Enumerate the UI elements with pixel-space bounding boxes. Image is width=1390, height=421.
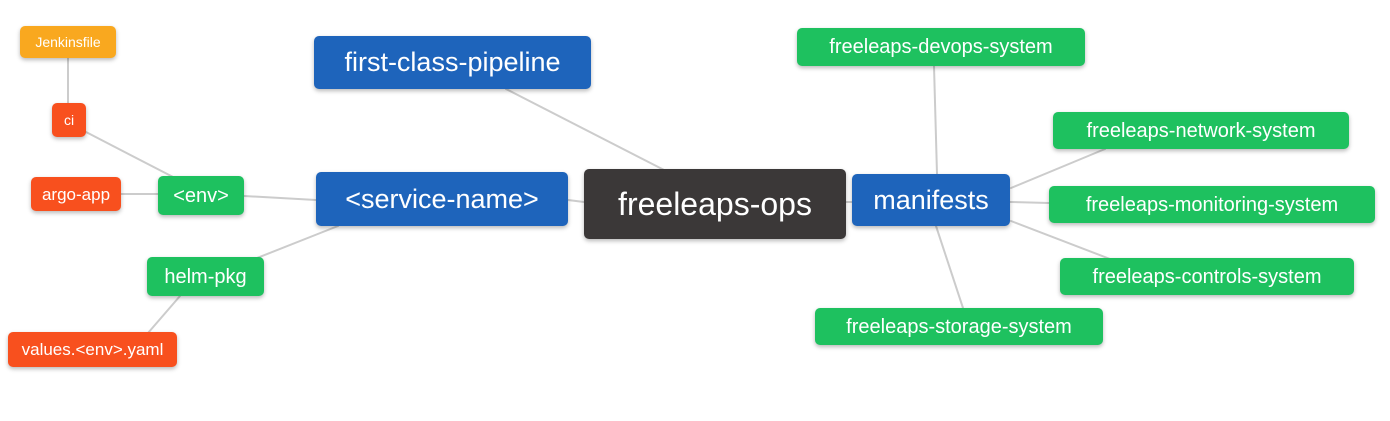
node-freeleaps-ops[interactable]: freeleaps-ops — [584, 169, 846, 239]
node-service-name[interactable]: <service-name> — [316, 172, 568, 226]
edge-first-class-pipeline--freeleaps-ops — [505, 88, 669, 173]
edge-manifests--freeleaps-network-system — [1010, 148, 1106, 189]
node-env[interactable]: <env> — [158, 176, 244, 215]
node-freeleaps-monitoring-system[interactable]: freeleaps-monitoring-system — [1049, 186, 1375, 223]
edge-service-name--helm-pkg — [251, 225, 339, 261]
node-freeleaps-controls-system[interactable]: freeleaps-controls-system — [1060, 258, 1354, 295]
node-first-class-pipeline[interactable]: first-class-pipeline — [314, 36, 591, 89]
edge-freeleaps-devops-system--manifests — [933, 65, 938, 175]
edge-manifests--freeleaps-monitoring-system — [1009, 201, 1050, 204]
edge-helm-pkg--values-env-yaml — [147, 295, 181, 334]
node-freeleaps-storage-system[interactable]: freeleaps-storage-system — [815, 308, 1103, 345]
edge-ci--env — [85, 131, 176, 179]
edge-env--service-name — [243, 195, 317, 201]
node-helm-pkg[interactable]: helm-pkg — [147, 257, 264, 296]
edge-service-name--freeleaps-ops — [567, 199, 585, 203]
node-ci[interactable]: ci — [52, 103, 86, 137]
edge-manifests--freeleaps-controls-system — [1010, 220, 1111, 260]
edge-manifests--freeleaps-storage-system — [935, 225, 964, 309]
node-freeleaps-network-system[interactable]: freeleaps-network-system — [1053, 112, 1349, 149]
node-values-env-yaml[interactable]: values.<env>.yaml — [8, 332, 177, 367]
node-manifests[interactable]: manifests — [852, 174, 1010, 226]
node-jenkinsfile[interactable]: Jenkinsfile — [20, 26, 116, 58]
node-freeleaps-devops-system[interactable]: freeleaps-devops-system — [797, 28, 1085, 66]
node-argo-app[interactable]: argo-app — [31, 177, 121, 211]
